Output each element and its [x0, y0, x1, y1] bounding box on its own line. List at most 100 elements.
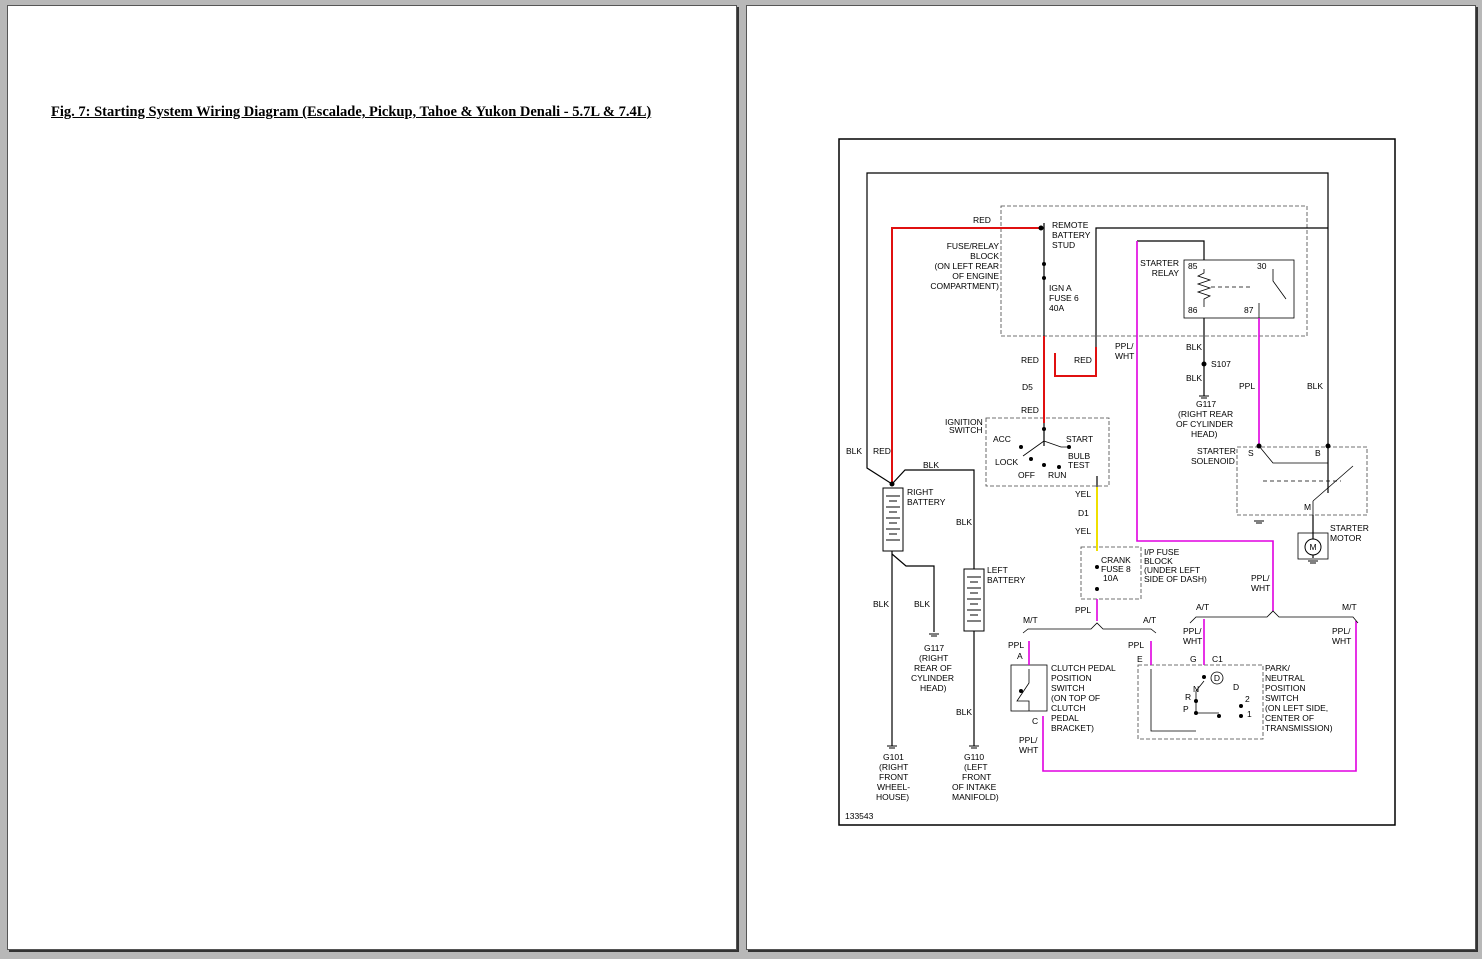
label-clutch-6: PEDAL	[1051, 713, 1079, 723]
label-blk-g110: BLK	[956, 707, 972, 717]
label-yel-b: YEL	[1075, 526, 1091, 536]
purple-wires	[1028, 241, 1357, 772]
label-ign-fuse-2: FUSE 6	[1049, 293, 1079, 303]
label-lock: LOCK	[995, 457, 1018, 467]
label-g117-top-4: HEAD)	[1191, 429, 1218, 439]
label-pnp-2: NEUTRAL	[1265, 673, 1305, 683]
label-at-right: A/T	[1196, 602, 1209, 612]
label-yel-a: YEL	[1075, 489, 1091, 499]
label-g117-bot-1: G117	[924, 643, 944, 653]
label-ppl-wht-g-1: PPL/	[1183, 626, 1202, 636]
label-remote-stud-1: REMOTE	[1052, 220, 1089, 230]
label-b-term: B	[1315, 448, 1321, 458]
label-pos-d: D	[1233, 682, 1239, 692]
label-ppl-pnp: PPL	[1128, 640, 1144, 650]
red-wires	[891, 227, 1097, 484]
starter-solenoid-box	[1236, 446, 1368, 516]
label-right-battery-2: BATTERY	[907, 497, 946, 507]
label-remote-stud-3: STUD	[1052, 240, 1075, 250]
label-g110-5: MANIFOLD)	[952, 792, 999, 802]
label-ppl-wht-far-1: PPL/	[1332, 626, 1351, 636]
label-ip-fuse-1: I/P FUSE	[1144, 547, 1180, 557]
label-fuse-block-1: FUSE/RELAY	[947, 241, 1000, 251]
label-pin-g: G	[1190, 654, 1197, 664]
label-s107: S107	[1211, 359, 1231, 369]
label-bulb-test-2: TEST	[1068, 460, 1090, 470]
label-blk-right: BLK	[1307, 381, 1323, 391]
label-ppl-wht-top-1: PPL/	[1115, 341, 1134, 351]
label-clutch-2: POSITION	[1051, 673, 1092, 683]
label-g110-4: OF INTAKE	[952, 782, 997, 792]
label-motor-symbol: M	[1309, 542, 1316, 552]
label-g117-top-2: (RIGHT REAR	[1178, 409, 1233, 419]
label-ign-fuse-3: 40A	[1049, 303, 1064, 313]
fuse-relay-block-box	[1000, 205, 1308, 337]
label-pos-n: N	[1193, 684, 1199, 694]
label-s-term: S	[1248, 448, 1254, 458]
label-blk-bat: BLK	[923, 460, 939, 470]
label-ppl-wht-far-2: WHT	[1332, 636, 1351, 646]
label-red-c: RED	[1021, 405, 1039, 415]
label-g101-4: WHEEL-	[877, 782, 910, 792]
right-battery-symbol	[882, 487, 904, 552]
label-acc: ACC	[993, 434, 1011, 444]
label-starter-motor-1: STARTER	[1330, 523, 1369, 533]
label-pos-d-circle: D	[1214, 673, 1220, 683]
label-g117-top-1: G117	[1196, 399, 1216, 409]
label-g101-1: G101	[883, 752, 904, 762]
wiring-diagram: RED REMOTE BATTERY STUD FUSE/RELAY BLOCK…	[838, 138, 1396, 826]
label-start: START	[1066, 434, 1093, 444]
label-ppl-ip: PPL	[1075, 605, 1091, 615]
label-ppl-wht-mid-2: WHT	[1251, 583, 1270, 593]
label-ignition-switch-1: IGNITION	[945, 417, 983, 427]
label-ppl-mid: PPL	[1239, 381, 1255, 391]
label-starter-motor-2: MOTOR	[1330, 533, 1361, 543]
label-ignition-switch-2: SWITCH	[949, 425, 983, 435]
label-g101-5: HOUSE)	[876, 792, 909, 802]
label-pnp-1: PARK/	[1265, 663, 1291, 673]
label-pin-e: E	[1137, 654, 1143, 664]
figure-caption: Fig. 7: Starting System Wiring Diagram (…	[51, 104, 652, 120]
label-ppl-wht-top-2: WHT	[1115, 351, 1134, 361]
ip-fuse-block-box	[1080, 546, 1142, 600]
solenoid-internals	[1258, 445, 1354, 515]
label-crank-fuse-3: 10A	[1103, 573, 1118, 583]
label-pin86: 86	[1188, 305, 1198, 315]
label-pin85: 85	[1188, 261, 1198, 271]
label-starter-solenoid-1: STARTER	[1197, 446, 1236, 456]
label-ign-fuse-1: IGN A	[1049, 283, 1072, 293]
label-d5: D5	[1022, 382, 1033, 392]
starter-motor-symbol	[1304, 538, 1322, 556]
label-pnp-3: POSITION	[1265, 683, 1306, 693]
label-blk-s107: BLK	[1186, 373, 1202, 383]
label-clutch-3: SWITCH	[1051, 683, 1085, 693]
pnp-switch-box	[1137, 664, 1264, 740]
left-battery-symbol	[963, 568, 985, 632]
label-right-battery-1: RIGHT	[907, 487, 933, 497]
label-blk-left: BLK	[846, 446, 862, 456]
junction-dots	[889, 225, 1331, 718]
label-remote-stud-2: BATTERY	[1052, 230, 1091, 240]
label-red-top: RED	[973, 215, 991, 225]
label-clutch-4: (ON TOP OF	[1051, 693, 1100, 703]
label-crank-fuse-1: CRANK	[1101, 555, 1131, 565]
label-blk-g117: BLK	[914, 599, 930, 609]
label-ip-fuse-2: BLOCK	[1144, 556, 1173, 566]
label-blk-relay: BLK	[1186, 342, 1202, 352]
ignition-switch-box	[985, 417, 1110, 487]
label-starter-solenoid-2: SOLENOID	[1191, 456, 1235, 466]
label-fuse-block-3: (ON LEFT REAR	[934, 261, 999, 271]
label-fuse-block-5: COMPARTMENT)	[930, 281, 999, 291]
document-page-left: Fig. 7: Starting System Wiring Diagram (…	[7, 5, 737, 950]
label-starter-relay-1: STARTER	[1140, 258, 1179, 268]
label-g101-3: FRONT	[879, 772, 908, 782]
label-pos-1: 1	[1247, 709, 1252, 719]
label-ip-fuse-3: (UNDER LEFT	[1144, 565, 1200, 575]
label-off: OFF	[1018, 470, 1035, 480]
label-ppl-wht-bot-1: PPL/	[1019, 735, 1038, 745]
label-fuse-block-4: OF ENGINE	[952, 271, 999, 281]
label-g117-bot-2: (RIGHT	[919, 653, 948, 663]
label-mt-left: M/T	[1023, 615, 1038, 625]
label-pin30: 30	[1257, 261, 1267, 271]
starter-relay-box	[1183, 259, 1295, 319]
